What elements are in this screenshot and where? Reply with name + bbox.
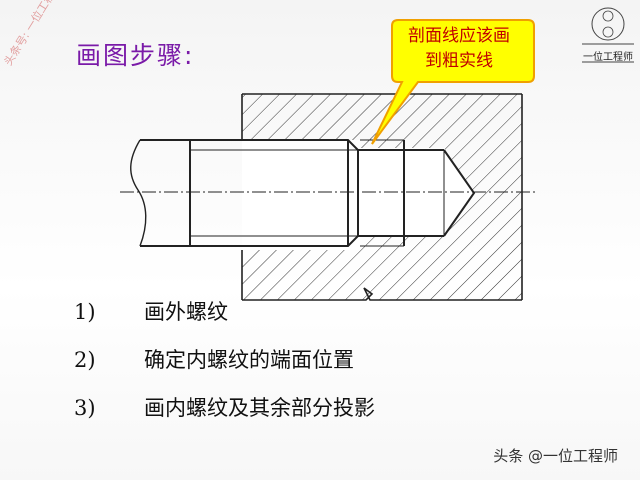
step-text: 画内螺纹及其余部分投影 — [144, 396, 375, 420]
footer-watermark: 头条 @一位工程师 — [493, 447, 618, 465]
bolt-outline — [130, 139, 359, 247]
step-item: 1) 画外螺纹 — [74, 296, 228, 326]
callout-line-2: 到粗实线 — [425, 51, 493, 71]
hole-outline — [358, 140, 476, 246]
logo-label: 一位工程师 — [583, 52, 633, 63]
step-text: 确定内螺纹的端面位置 — [144, 348, 354, 372]
callout-bubble — [371, 19, 535, 145]
logo — [582, 7, 634, 63]
step-text: 画外螺纹 — [144, 300, 228, 324]
hole-thin-lines — [360, 139, 445, 247]
step-item: 3) 画内螺纹及其余部分投影 — [74, 392, 375, 422]
callout-line-1: 剖面线应该画 — [408, 26, 510, 46]
step-number: 2) — [74, 348, 96, 372]
page-title: 画图步骤: — [76, 41, 195, 70]
block-outline — [241, 93, 523, 301]
thread-root-lines — [190, 149, 358, 237]
step-number: 1) — [74, 300, 96, 324]
callout-text: 剖面线应该画 到粗实线 — [392, 24, 526, 74]
hatched-section — [242, 94, 522, 300]
step-number: 3) — [74, 396, 96, 420]
step-item: 2) 确定内螺纹的端面位置 — [74, 344, 354, 374]
